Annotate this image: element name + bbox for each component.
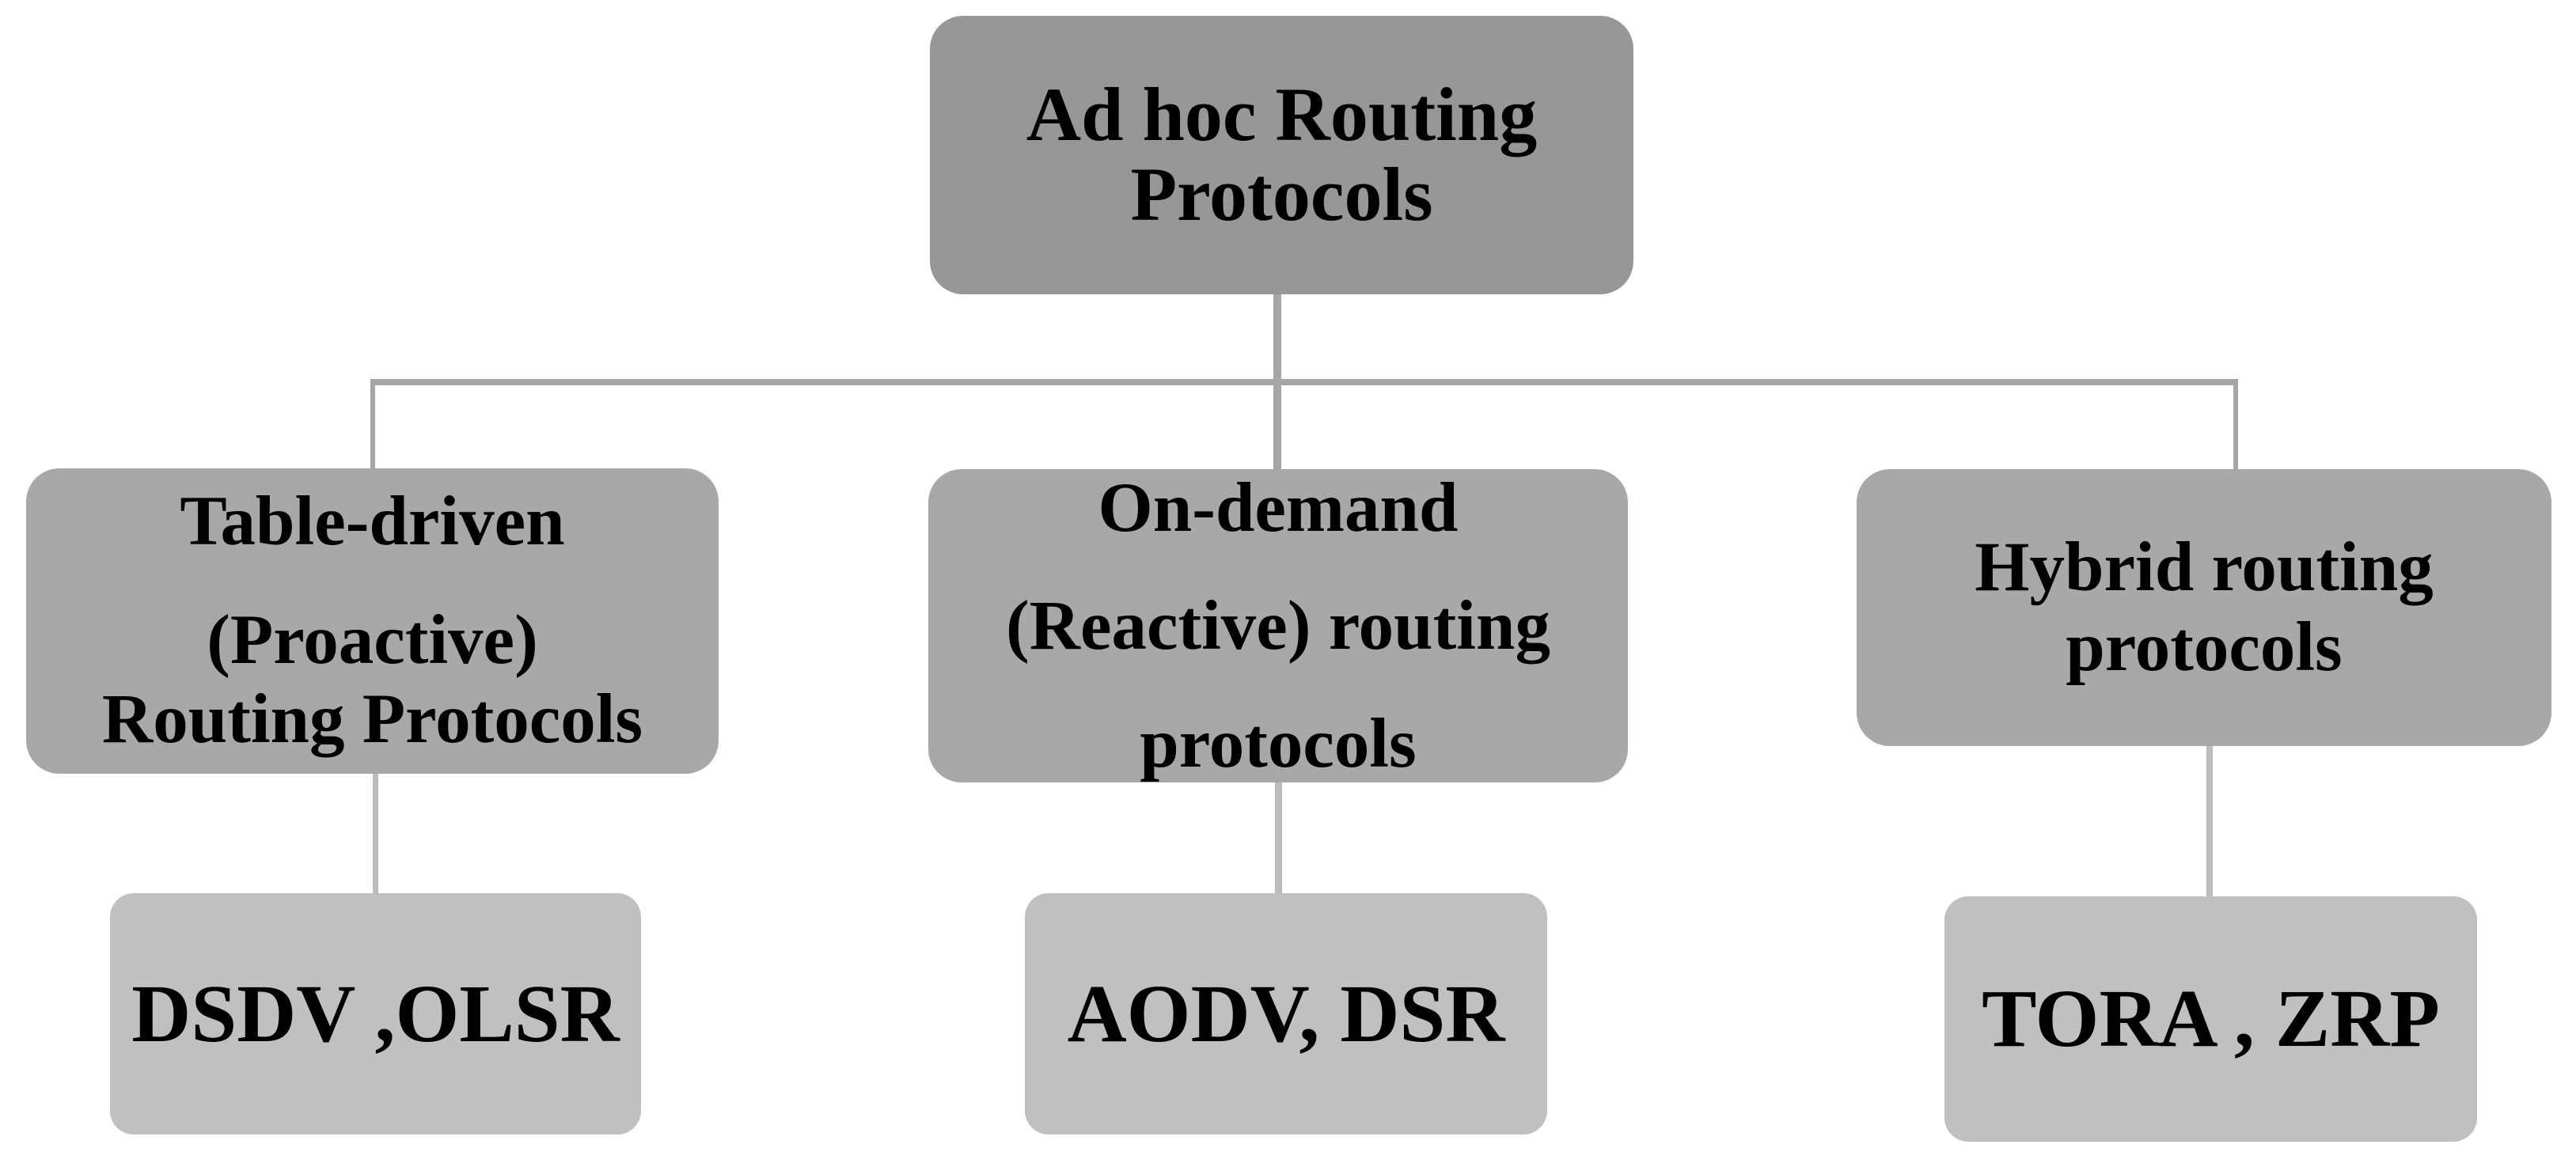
node-hybrid-routing: Hybrid routing protocols [1857, 469, 2551, 746]
node-label-line: DSDV ,OLSR [131, 968, 620, 1059]
node-label-line: Ad hoc Routing [1026, 72, 1538, 157]
node-table-driven-proactive: Table-driven (Proactive) Routing Protoco… [26, 468, 719, 774]
connector-table-driven-to-dsdv-olsr [373, 774, 378, 893]
node-label-line: Table-driven [180, 483, 565, 561]
connector-root-to-bar [1273, 294, 1281, 379]
node-dsdv-olsr: DSDV ,OLSR [110, 893, 641, 1135]
connector-bar-to-table-driven [370, 385, 375, 469]
node-label-line: AODV, DSR [1067, 968, 1505, 1059]
node-ad-hoc-routing-protocols: Ad hoc Routing Protocols [930, 16, 1633, 294]
node-label-line: protocols [1140, 704, 1417, 782]
node-label-line: Routing Protocols [101, 680, 643, 758]
node-label-line: (Reactive) routing [1006, 586, 1550, 665]
node-label-line: On-demand [1098, 468, 1459, 547]
connector-horizontal-bar [370, 379, 2238, 385]
connector-on-demand-to-aodv-dsr [1275, 782, 1282, 893]
connector-bar-to-hybrid [2233, 385, 2238, 469]
node-label-line: Protocols [1130, 152, 1433, 237]
node-label-line: Hybrid routing [1975, 528, 2434, 606]
connector-bar-to-on-demand [1273, 385, 1281, 469]
node-aodv-dsr: AODV, DSR [1025, 893, 1547, 1135]
connector-hybrid-to-tora-zrp [2206, 746, 2213, 896]
node-label-line: (Proactive) [207, 601, 538, 680]
node-label-line: protocols [2066, 608, 2343, 686]
node-label-line: TORA , ZRP [1982, 973, 2440, 1064]
node-on-demand-reactive: On-demand (Reactive) routing protocols [928, 469, 1628, 782]
node-tora-zrp: TORA , ZRP [1944, 896, 2477, 1142]
